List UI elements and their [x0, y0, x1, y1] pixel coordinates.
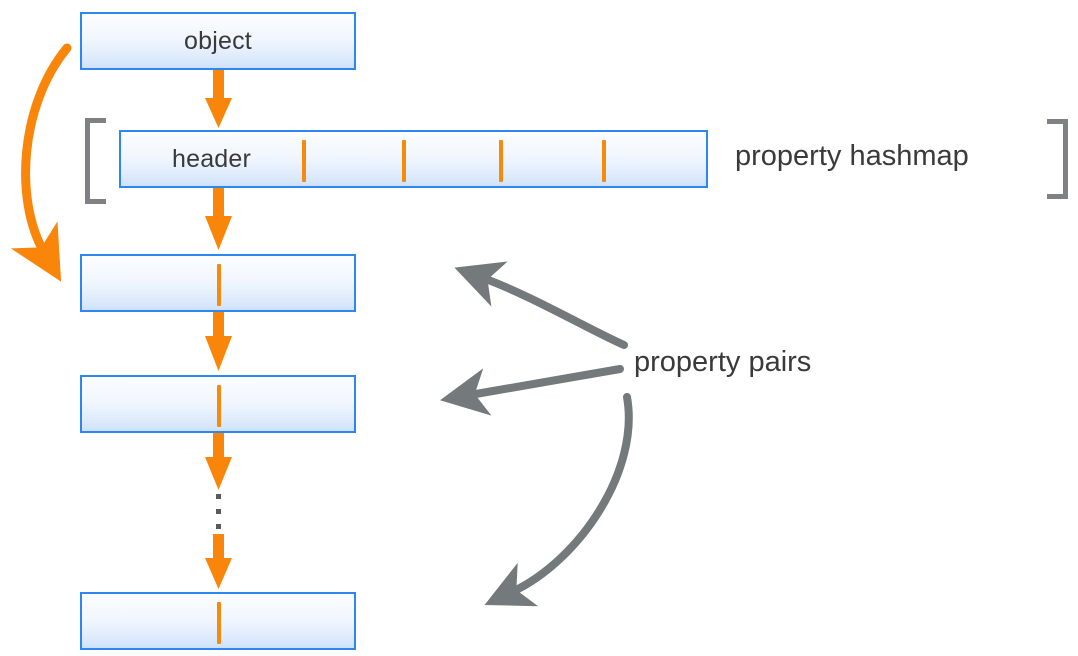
arrow-down-icon-hashmap-to-pair1 [205, 188, 232, 250]
pointer-arrow-top [454, 261, 628, 349]
hashmap-tick-1 [302, 140, 306, 182]
hashmap-tick-3 [499, 140, 503, 182]
pointer-arrow-bottom [484, 393, 633, 607]
ellipsis-dot [216, 509, 221, 514]
arrow-down-icon-pair1-to-pair2 [205, 312, 232, 371]
property-hashmap-label: property hashmap [735, 140, 969, 172]
arrow-down-icon-object-to-hashmap [205, 70, 232, 128]
bracket-right-icon [1047, 119, 1068, 199]
pointer-arrow-middle [440, 365, 624, 416]
pair-divider-tick [217, 602, 221, 644]
object-box[interactable]: object [80, 12, 356, 70]
property-pair-box-1[interactable] [80, 254, 356, 312]
header-label: header [172, 144, 252, 173]
object-box-label: object [184, 26, 252, 55]
property-hashmap-box[interactable]: header [119, 130, 708, 188]
ellipsis-dot [216, 524, 221, 529]
ellipsis-dot [216, 494, 221, 499]
hashmap-tick-4 [602, 140, 606, 182]
arrow-down-icon-pair2-to-ellipsis [205, 433, 232, 490]
pair-divider-tick [217, 264, 221, 306]
hashmap-tick-2 [402, 140, 406, 182]
arrow-down-icon-ellipsis-to-pair3 [205, 534, 232, 589]
property-pair-box-3[interactable] [80, 592, 356, 650]
property-pairs-label: property pairs [634, 346, 812, 378]
curved-arrow-icon [10, 43, 72, 282]
bracket-left-icon [85, 118, 106, 204]
pair-divider-tick [217, 385, 221, 427]
property-pair-box-2[interactable] [80, 375, 356, 433]
